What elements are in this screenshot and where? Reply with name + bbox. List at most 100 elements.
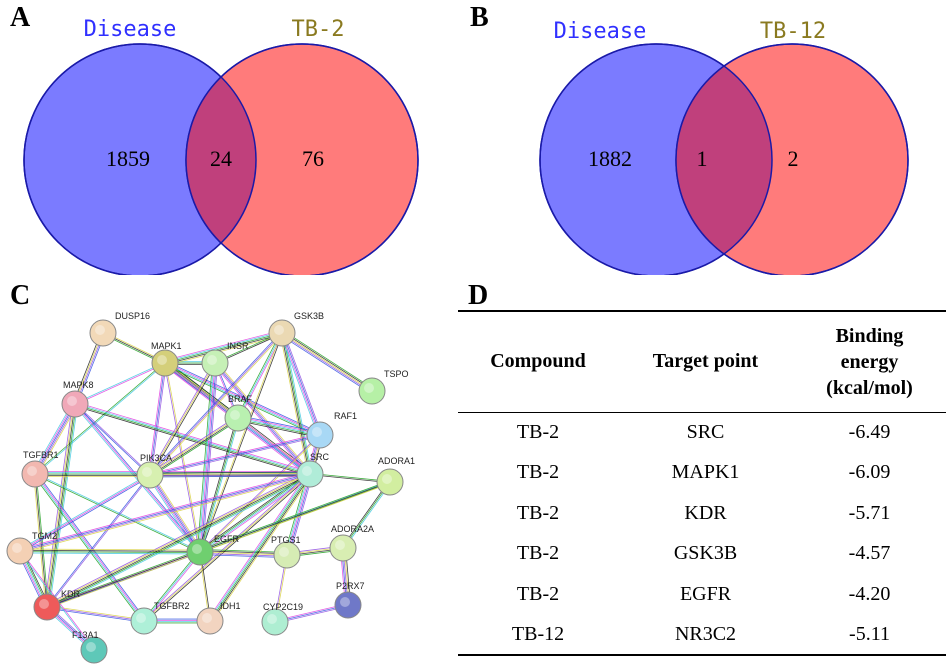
network-node-braf[interactable]: BRAF <box>224 394 253 432</box>
node-circle <box>186 538 214 566</box>
node-label: BRAF <box>228 394 253 404</box>
network-edge <box>282 332 321 435</box>
network-edge <box>47 404 77 608</box>
panel-label-c: C <box>10 280 31 311</box>
network-edge <box>209 473 311 622</box>
network-node-kdr[interactable]: KDR <box>33 589 81 621</box>
network-edge <box>149 471 310 474</box>
network-edge <box>46 480 390 607</box>
network-edge <box>46 474 150 607</box>
network-edge <box>282 332 312 474</box>
network-edge <box>74 405 310 477</box>
network-edge <box>20 548 201 551</box>
network-node-src[interactable]: SRC <box>296 452 330 488</box>
network-edge <box>165 362 202 552</box>
network-edge <box>149 362 166 476</box>
network-node-idh1[interactable]: IDH1 <box>196 601 241 635</box>
network-edge <box>143 551 201 622</box>
network-edge <box>207 472 309 620</box>
network-edge <box>236 332 282 418</box>
network-edge <box>200 418 240 553</box>
network-node-adora2a[interactable]: ADORA2A <box>329 524 374 562</box>
network-edge <box>280 333 310 475</box>
network-edge <box>279 333 309 475</box>
network-edge <box>150 363 217 476</box>
network-edge <box>200 474 311 553</box>
network-edge <box>75 403 151 475</box>
network-edge <box>45 403 75 607</box>
network-edge <box>46 481 391 608</box>
network-edge <box>149 434 321 476</box>
left-set-label: Disease <box>84 17 177 42</box>
node-label: ADORA2A <box>331 524 374 534</box>
network-edge <box>149 433 320 475</box>
network-node-pik3ca[interactable]: PIK3CA <box>136 453 172 489</box>
network-edge <box>150 435 321 477</box>
node-circle <box>151 349 179 377</box>
network-edge <box>47 474 311 609</box>
network-node-gsk3b[interactable]: GSK3B <box>268 311 324 347</box>
node-circle <box>33 593 61 621</box>
node-label: CYP2C19 <box>263 602 303 612</box>
node-label: MAPK8 <box>63 380 94 390</box>
network-edge <box>148 362 215 475</box>
network-edge <box>197 362 213 552</box>
network-node-tgm2[interactable]: TGM2 <box>6 531 57 565</box>
network-edge <box>283 330 374 390</box>
network-edge <box>211 475 313 623</box>
overlap-count: 1 <box>697 146 708 171</box>
network-edge <box>200 363 217 553</box>
network-edge <box>33 474 143 623</box>
node-highlight <box>207 355 217 365</box>
network-edge <box>74 404 310 476</box>
network-node-cyp2c19[interactable]: CYP2C19 <box>261 602 303 636</box>
network-node-tspo[interactable]: TSPO <box>358 369 409 405</box>
network-node-tgfbr2[interactable]: TGFBR2 <box>130 601 190 635</box>
network-edge <box>164 332 283 364</box>
network-edge <box>149 362 216 476</box>
network-node-dusp16[interactable]: DUSP16 <box>89 311 150 347</box>
network-node-adora1[interactable]: ADORA1 <box>376 456 415 496</box>
node-label: PIK3CA <box>140 453 172 463</box>
network-node-insr[interactable]: INSR <box>201 341 249 377</box>
network-node-ptgs1[interactable]: PTGS1 <box>271 535 301 569</box>
node-circle <box>358 377 386 405</box>
network-edge <box>200 435 321 553</box>
left-only-count: 1882 <box>588 146 632 171</box>
network-node-mapk1[interactable]: MAPK1 <box>151 341 182 377</box>
network-edge <box>47 475 312 610</box>
node-circle <box>201 349 229 377</box>
venn-diagram-a: Disease TB-2 1859 24 76 <box>23 17 419 277</box>
node-highlight <box>27 466 37 476</box>
network-node-f13a1[interactable]: F13A1 <box>72 630 108 664</box>
network-node-egfr[interactable]: EGFR <box>186 534 240 566</box>
target-cell: EGFR <box>679 582 732 605</box>
network-edge <box>34 362 165 474</box>
network-edge <box>19 471 310 550</box>
network-edge <box>198 417 238 552</box>
venn-panel-b: B Disease TB-12 1882 1 2 <box>470 0 948 277</box>
network-edge <box>148 475 200 553</box>
network-edge <box>238 416 321 435</box>
network-edge <box>34 474 200 553</box>
network-node-tgfbr1[interactable]: TGFBR1 <box>21 450 59 488</box>
right-set-label: TB-12 <box>760 19 826 44</box>
node-label: ADORA1 <box>378 456 415 466</box>
node-highlight <box>340 597 350 607</box>
node-label: GSK3B <box>294 311 324 321</box>
network-edge <box>237 418 320 437</box>
panel-label-a: A <box>10 2 31 33</box>
network-node-p2rx7[interactable]: P2RX7 <box>334 581 365 619</box>
network-edge <box>148 416 238 474</box>
compound-cell: TB-2 <box>516 421 560 443</box>
node-highlight <box>382 474 392 484</box>
node-label: RAF1 <box>334 411 357 421</box>
node-circle <box>268 319 296 347</box>
node-highlight <box>192 544 202 554</box>
network-node-raf1[interactable]: RAF1 <box>306 411 357 449</box>
network-edge <box>200 550 288 555</box>
network-edge <box>281 332 373 392</box>
network-node-mapk8[interactable]: MAPK8 <box>61 380 94 418</box>
